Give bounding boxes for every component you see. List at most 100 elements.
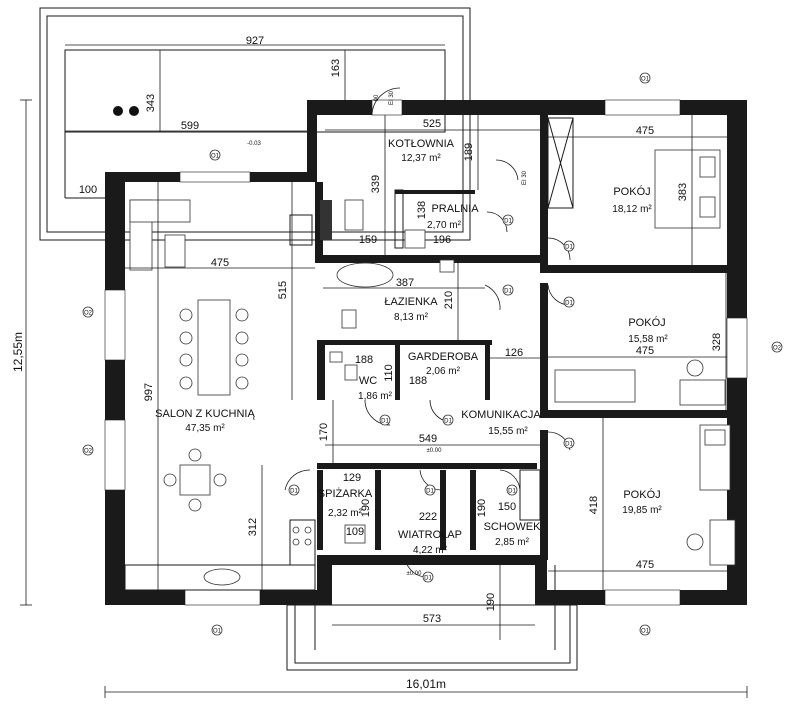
terrace [39,7,471,241]
svg-text:D1: D1 [565,245,573,251]
svg-text:D1: D1 [426,489,434,495]
dim-terrace-width: 927 [246,35,264,47]
door-swings [284,87,571,578]
dim-kotlownia-d: 189 [463,143,475,161]
dim-wc-h: 110 [383,364,395,382]
room-komunikacja-area: 15,55 m² [488,426,528,437]
wardrobe-icon [547,117,574,209]
dim-komunikacja-w: 126 [505,347,523,359]
svg-text:D1: D1 [444,419,452,425]
svg-text:±0.00: ±0.00 [427,448,443,454]
room-spizarka-area: 2,32 m² [328,508,363,519]
room-lazienka-area: 8,13 m² [394,312,429,323]
dim-pokoj3-h: 418 [588,496,600,514]
washer-icon [404,229,426,249]
toilet-icon [341,309,357,329]
terrace-dimensions: 927 163 343 599 100 [65,35,445,196]
dining-table-icon [197,299,231,396]
svg-text:90: 90 [374,94,380,101]
dim-lazienka-w: 387 [396,277,414,289]
dim-schowek-h: 190 [476,499,488,517]
chimney-icon [289,214,313,246]
dim-pokoj2-w: 475 [636,345,654,357]
room-wiatrolap-name: WIATROŁAP [398,529,462,541]
dim-salon-170: 170 [318,423,330,441]
dim-kotlownia-w: 525 [423,118,441,130]
room-pralnia-name: PRALNIA [431,203,479,215]
dim-garderoba-w: 188 [409,375,427,387]
coffee-table-icon [164,234,186,268]
grill-icon [113,106,123,116]
room-garderoba-area: 2,06 m² [426,366,461,377]
room-wc-area: 1,86 m² [358,391,393,402]
dim-lazienka-h: 210 [443,291,455,309]
dim-pralnia-w: 196 [433,234,451,246]
dim-salon-total: 997 [143,383,155,401]
dim-komunikacja-len: 549 [419,433,437,445]
sink-icon [203,568,241,586]
dim-spizarka-w: 129 [343,472,361,484]
window-tags: O1 O2 O2 O1 O1 O2 O1 -0.03 ±0.00 ±0.00 [82,72,783,636]
room-wc-name: WC [359,375,377,387]
room-spizarka-name: SPIŻARKA [318,487,373,500]
room-pokoj3-area: 19,85 m² [622,505,662,516]
dim-salon-w: 475 [211,257,229,269]
svg-text:D1: D1 [565,301,573,307]
dim-pokoj1-w: 475 [636,125,654,137]
dim-terrace-offset: 100 [79,184,97,196]
dim-entrance-h: 190 [485,593,497,611]
svg-text:D1: D1 [424,576,432,582]
room-kotlownia-area: 12,37 m² [401,153,441,164]
room-pokoj2-area: 15,58 m² [628,334,668,345]
porch [286,565,578,671]
dim-terrace-edge: 163 [330,59,342,77]
window-openings [104,99,748,606]
dim-salon-lower: 312 [247,518,259,536]
room-lazienka-name: ŁAZIENKA [384,296,438,308]
dim-kotlownia-x: 159 [359,234,377,246]
washbasin-icon [439,259,455,273]
room-garderoba-name: GARDEROBA [408,351,479,363]
svg-text:D1: D1 [508,489,516,495]
room-komunikacja-name: KOMUNIKACJA [461,409,541,421]
dim-pokoj3-w: 475 [636,559,654,571]
dim-salon-h: 515 [277,281,289,299]
dim-terrace-depth: 343 [145,94,157,112]
svg-text:D1: D1 [504,219,512,225]
dim-pralnia-h: 138 [416,201,428,219]
room-pokoj1-area: 18,12 m² [612,204,652,215]
room-pokoj3-name: POKÓJ [623,488,660,501]
room-pralnia-area: 2,70 m² [427,220,462,231]
total-width-label: 16,01m [406,677,446,691]
svg-text:O2: O2 [84,311,93,317]
svg-text:D1: D1 [565,442,573,448]
svg-text:O2: O2 [773,346,782,352]
small-table-icon [179,464,211,496]
dim-spizarka-109: 109 [346,526,364,538]
svg-text:±0.00: ±0.00 [407,571,423,577]
svg-text:O1: O1 [213,629,222,635]
bedroom-furniture [547,117,736,566]
dim-entrance-w: 573 [423,613,441,625]
grill-icon-2 [129,106,139,116]
salon-furniture [124,199,316,591]
room-wiatrolap-area: 4,22 m² [413,545,448,556]
dim-spizarka-h: 190 [360,499,372,517]
svg-text:O1: O1 [211,154,220,160]
overall-dimensions: 16,01m 12,55m [11,99,748,698]
total-height-label: 12,55m [11,332,25,372]
interior-walls [315,115,730,560]
svg-text:D1: D1 [381,419,389,425]
svg-text:D1: D1 [504,289,512,295]
svg-text:O1: O1 [641,629,650,635]
dim-terrace-inner: 599 [181,120,199,132]
room-pokoj1-name: POKÓJ [613,185,650,198]
svg-text:-0.03: -0.03 [247,141,261,147]
room-schowek-name: SCHOWEK [484,521,542,533]
svg-text:O2: O2 [84,449,93,455]
dim-wc-w: 188 [355,354,373,366]
dim-kotlownia-h: 339 [370,175,382,193]
room-schowek-area: 2,85 m² [495,537,530,548]
room-kotlownia-name: KOTŁOWNIA [388,138,455,150]
